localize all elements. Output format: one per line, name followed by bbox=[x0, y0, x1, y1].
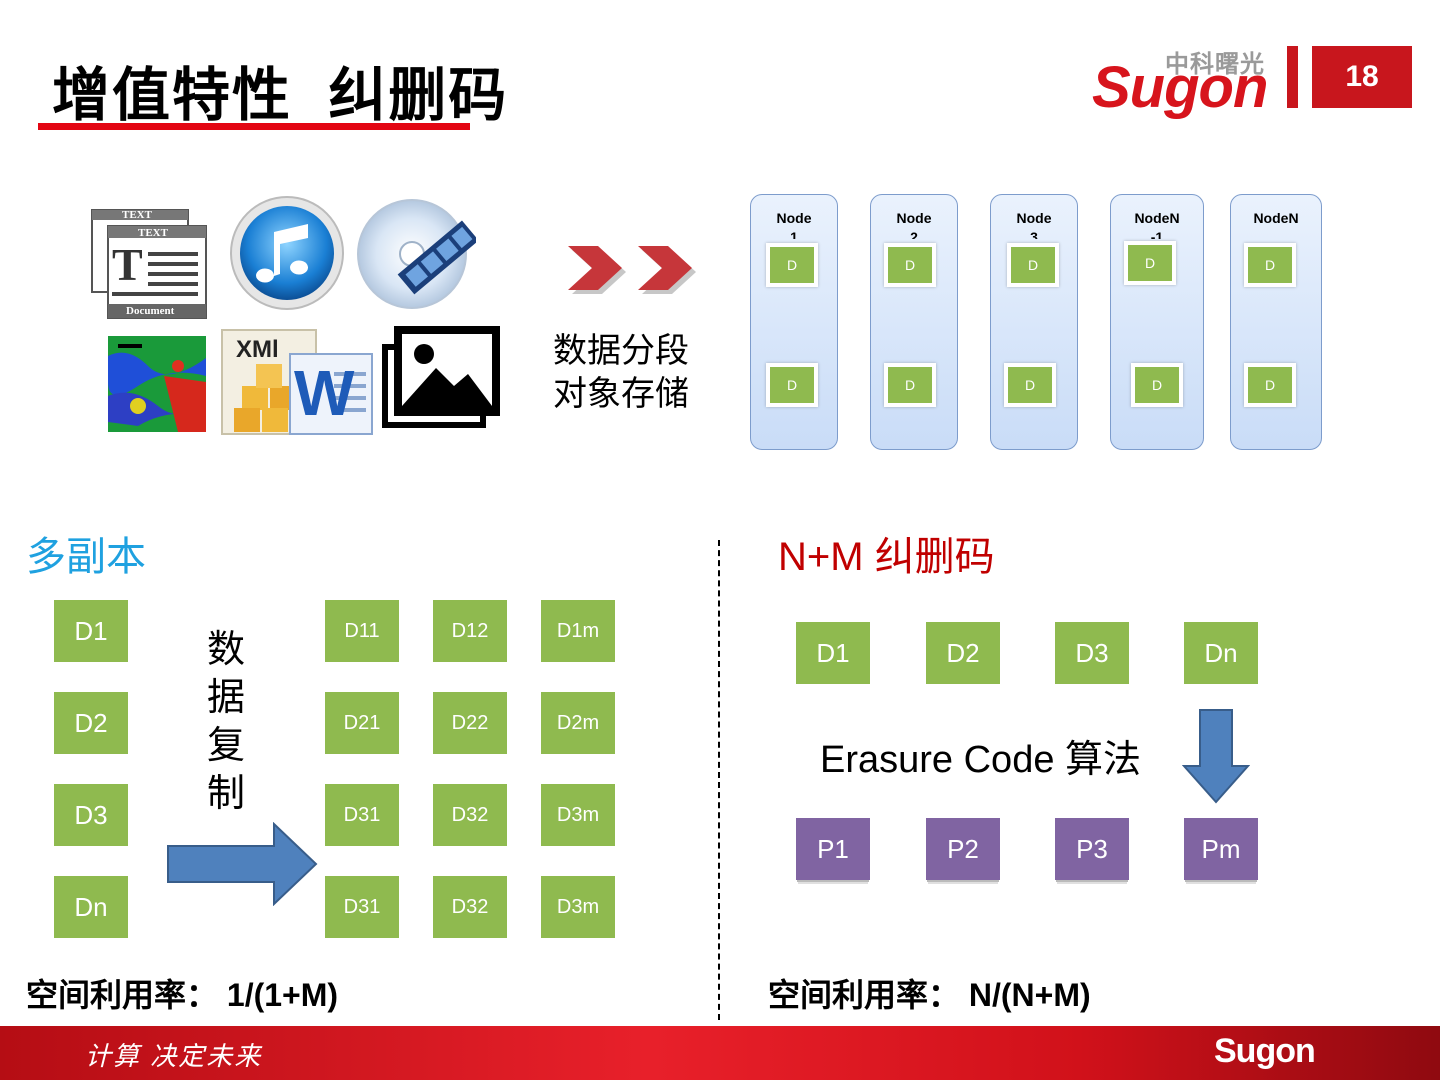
data-block: D bbox=[1004, 363, 1056, 407]
replica-block: D31 bbox=[325, 784, 399, 846]
node-label: NodeN -1 bbox=[1134, 210, 1180, 239]
erasure-data-block: D3 bbox=[1055, 622, 1129, 684]
chevron-right-icon bbox=[568, 244, 630, 296]
svg-text:T: T bbox=[112, 239, 143, 290]
page-title: 增值特性 纠删码 bbox=[52, 63, 509, 128]
storage-node: NodeN D D bbox=[1230, 194, 1322, 450]
replica-block: D32 bbox=[433, 876, 507, 938]
data-block: D bbox=[884, 243, 936, 287]
storage-node: Node 3 D D bbox=[990, 194, 1078, 450]
replica-block: D11 bbox=[325, 600, 399, 662]
storage-node: Node 1 D D bbox=[750, 194, 838, 450]
data-block: D bbox=[766, 243, 818, 287]
doc-icon-label-1: TEXT bbox=[122, 209, 152, 221]
parity-block: P1 bbox=[796, 818, 870, 880]
word-document-icon: W bbox=[288, 352, 374, 436]
sugon-logo: Sugon bbox=[1092, 55, 1268, 120]
section-divider bbox=[718, 540, 720, 1020]
node-label: Node 3 bbox=[1016, 210, 1052, 239]
replica-block: D21 bbox=[325, 692, 399, 754]
erasure-code-algorithm-label: Erasure Code 算法 bbox=[820, 739, 1142, 781]
segmentation-caption-line2: 对象存储 bbox=[553, 375, 689, 413]
logo-divider-bar bbox=[1287, 46, 1298, 108]
erasure-section-title: N+M 纠删码 bbox=[778, 535, 995, 579]
parity-block: P3 bbox=[1055, 818, 1129, 880]
data-block: D bbox=[1124, 241, 1176, 285]
arrow-down-icon bbox=[1181, 708, 1251, 804]
replica-block: D2m bbox=[541, 692, 615, 754]
replication-label: 数 据 复 制 bbox=[206, 629, 245, 815]
doc-icon-label-3: Document bbox=[126, 305, 175, 317]
data-block: D bbox=[766, 363, 818, 407]
replica-block: D12 bbox=[433, 600, 507, 662]
music-icon bbox=[228, 194, 346, 312]
storage-node: Node 2 D D bbox=[870, 194, 958, 450]
source-data-block: Dn bbox=[54, 876, 128, 938]
xml-icon-label: XMl bbox=[236, 336, 279, 363]
chevron-right-icon bbox=[638, 244, 700, 296]
page-number: 18 bbox=[1312, 46, 1412, 108]
data-block: D bbox=[1244, 363, 1296, 407]
video-disc-icon bbox=[356, 198, 479, 310]
segmentation-caption-line1: 数据分段 bbox=[553, 332, 689, 370]
replica-block: D22 bbox=[433, 692, 507, 754]
replica-block: D3m bbox=[541, 876, 615, 938]
erasure-data-block: D2 bbox=[926, 622, 1000, 684]
data-block: D bbox=[1007, 243, 1059, 287]
node-label: Node 1 bbox=[776, 210, 812, 239]
source-data-block: D1 bbox=[54, 600, 128, 662]
node-label: NodeN bbox=[1253, 210, 1299, 226]
erasure-data-block: Dn bbox=[1184, 622, 1258, 684]
data-block: D bbox=[1244, 243, 1296, 287]
parity-block: Pm bbox=[1184, 818, 1258, 880]
erasure-data-block: D1 bbox=[796, 622, 870, 684]
arrow-right-icon bbox=[166, 821, 318, 907]
replica-block: D32 bbox=[433, 784, 507, 846]
word-icon-letter: W bbox=[294, 357, 355, 429]
title-underline bbox=[38, 123, 470, 130]
footer-bar bbox=[0, 1026, 1440, 1080]
replica-block: D1m bbox=[541, 600, 615, 662]
data-block: D bbox=[1131, 363, 1183, 407]
footer-slogan: 计算 决定未来 bbox=[85, 1041, 263, 1071]
erasure-utilization: 空间利用率： N/(N+M) bbox=[768, 977, 1091, 1013]
logo-chinese-name: 中科曙光 bbox=[1165, 51, 1265, 78]
picture-icon bbox=[380, 324, 502, 430]
node-label: Node 2 bbox=[896, 210, 932, 239]
text-document-icon: T TEXT TEXT Document bbox=[90, 208, 210, 320]
replica-section-title: 多副本 bbox=[26, 535, 146, 579]
footer-logo: Sugon bbox=[1214, 1032, 1316, 1070]
satellite-image-icon bbox=[108, 336, 206, 432]
parity-block: P2 bbox=[926, 818, 1000, 880]
storage-node: NodeN -1 D D bbox=[1110, 194, 1204, 450]
source-data-block: D2 bbox=[54, 692, 128, 754]
replica-block: D31 bbox=[325, 876, 399, 938]
replica-utilization: 空间利用率： 1/(1+M) bbox=[26, 977, 339, 1013]
replica-block: D3m bbox=[541, 784, 615, 846]
doc-icon-label-2: TEXT bbox=[138, 227, 168, 239]
data-block: D bbox=[884, 363, 936, 407]
source-data-block: D3 bbox=[54, 784, 128, 846]
